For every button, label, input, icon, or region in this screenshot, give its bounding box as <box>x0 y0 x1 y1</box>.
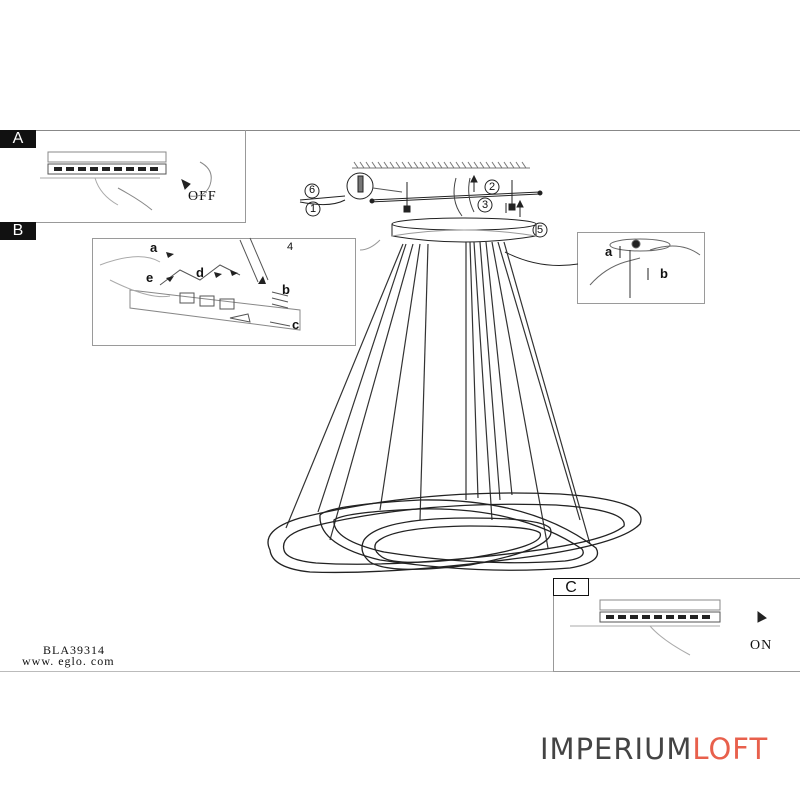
inner-ring-icon <box>361 517 552 570</box>
callout-detail-a: a <box>605 244 613 259</box>
brand-primary: IMPERIUM <box>540 732 693 766</box>
step-5-label: 5 <box>537 224 544 236</box>
callout-b-e: e <box>146 270 154 285</box>
step-2-label: 2 <box>489 181 496 193</box>
section-a-arrow-icon <box>181 179 191 190</box>
model-number: BLA39314 <box>43 643 105 657</box>
section-a-tag: A <box>0 130 36 148</box>
section-b-arrow-icons <box>166 252 266 284</box>
section-c-on-label: ON <box>750 638 773 653</box>
outer-ring-icon <box>267 492 642 574</box>
step-2-circle-icon <box>484 179 500 195</box>
step-1-circle-icon <box>305 201 321 217</box>
step-5-circle-icon <box>532 222 548 238</box>
ceiling-detail-hand-icon <box>589 238 701 298</box>
section-a-panel <box>0 130 246 223</box>
callout-detail-b: b <box>660 266 668 281</box>
step-6-circle-icon <box>304 183 320 199</box>
step-arrows-icon <box>299 174 524 217</box>
step-3-label: 3 <box>482 199 489 211</box>
suspension-cables-icon <box>285 241 591 549</box>
dowel-detail-icon <box>346 172 403 200</box>
ceiling-detail-box <box>577 232 705 304</box>
section-c-switch-strip-icon <box>570 599 721 656</box>
section-a-off-label: OFF <box>188 189 217 204</box>
callout-b-c: c <box>292 317 300 332</box>
canopy-icon <box>391 217 537 243</box>
section-b-step-number: 4 <box>287 241 294 253</box>
callout-b-d: d <box>196 265 204 280</box>
hand-icon <box>117 161 212 211</box>
section-c-arrow-icon <box>757 611 767 623</box>
callout-b-b: b <box>282 282 290 297</box>
middle-ring-icon <box>319 499 599 571</box>
instruction-sheet <box>0 130 800 672</box>
brand-watermark: IMPERIUMLOFT <box>540 732 768 766</box>
section-c-tag: C <box>553 578 589 596</box>
step-3-circle-icon <box>477 197 493 213</box>
brand-accent: LOFT <box>692 732 769 766</box>
terminal-block-icon <box>99 237 301 331</box>
section-a-switch-strip-icon <box>40 151 167 206</box>
section-b-tag: B <box>0 222 36 240</box>
step-6-label: 6 <box>309 184 316 196</box>
callout-b-a: a <box>150 240 158 255</box>
section-b-detail-box <box>92 238 356 346</box>
step-1-label: 1 <box>310 203 317 215</box>
section-c-panel <box>553 578 800 672</box>
website: www. eglo. com <box>22 654 115 668</box>
mounting-bracket-icon <box>369 177 543 217</box>
detail-leader-line-icon <box>504 251 579 266</box>
ceiling-hatch-icon <box>352 161 530 169</box>
